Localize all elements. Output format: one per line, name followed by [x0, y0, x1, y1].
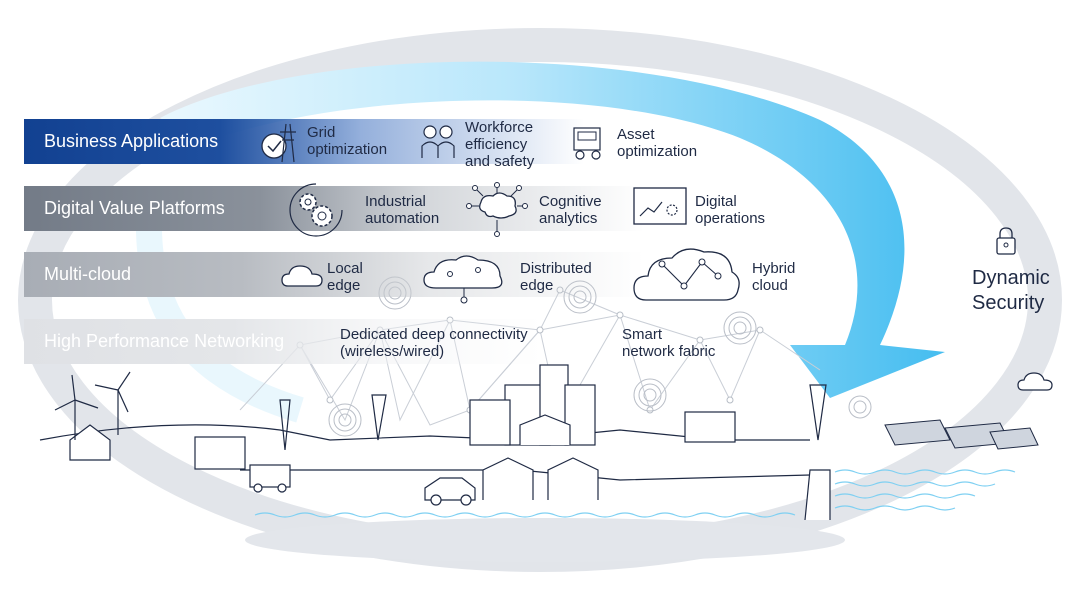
hybrid-cloud-icon	[633, 248, 740, 301]
band-label: Multi-cloud	[44, 264, 132, 284]
distributed-cloud-icon	[423, 255, 503, 304]
band-label: Digital Value Platforms	[44, 198, 225, 218]
workforce-icon	[421, 125, 455, 158]
local-edge-label: Local edge	[327, 260, 363, 294]
distributed-edge-label: Distributed edge	[520, 260, 592, 294]
cognitive-analytics-label: Cognitive analytics	[539, 193, 602, 227]
landscape	[39, 364, 831, 521]
truck-icon	[573, 127, 601, 160]
cycle-arrow	[160, 61, 945, 399]
security-line-1: Dynamic	[972, 267, 1050, 289]
lock-icon	[996, 227, 1016, 255]
asset-optimization-label: Asset optimization	[617, 126, 698, 160]
smart-network-fabric-label: Smart network fabric	[622, 326, 716, 360]
industrial-automation-label: Industrial automation	[365, 193, 440, 227]
digital-operations-label: Digital operations	[695, 193, 766, 227]
band-business-applications: Business Applications	[24, 119, 584, 164]
hybrid-cloud-label: Hybrid cloud	[752, 260, 796, 294]
grid-optimization-icon	[261, 123, 296, 163]
band-high-performance-networking: High Performance Networking	[24, 319, 544, 364]
small-cloud-icon	[1017, 372, 1053, 391]
band-digital-value-platforms: Digital Value Platforms	[24, 186, 644, 231]
band-multi-cloud: Multi-cloud	[24, 252, 644, 297]
security-line-2: Security	[972, 292, 1045, 314]
grid-optimization-label: Grid optimization	[307, 124, 388, 158]
dynamic-security-label: Dynamic Security	[972, 266, 1050, 316]
brain-icon	[466, 182, 528, 237]
gears-icon	[289, 183, 343, 237]
workforce-label: Workforce efficiency and safety	[465, 119, 535, 170]
solar-panels	[884, 419, 1039, 450]
dedicated-connectivity-label: Dedicated deep connectivity (wireless/wi…	[340, 326, 528, 360]
cloud-icon	[281, 265, 323, 287]
security-ring	[18, 28, 1062, 572]
band-label: Business Applications	[44, 131, 219, 151]
water	[254, 469, 1016, 518]
monitor-icon	[633, 187, 687, 225]
band-label: High Performance Networking	[44, 331, 285, 351]
